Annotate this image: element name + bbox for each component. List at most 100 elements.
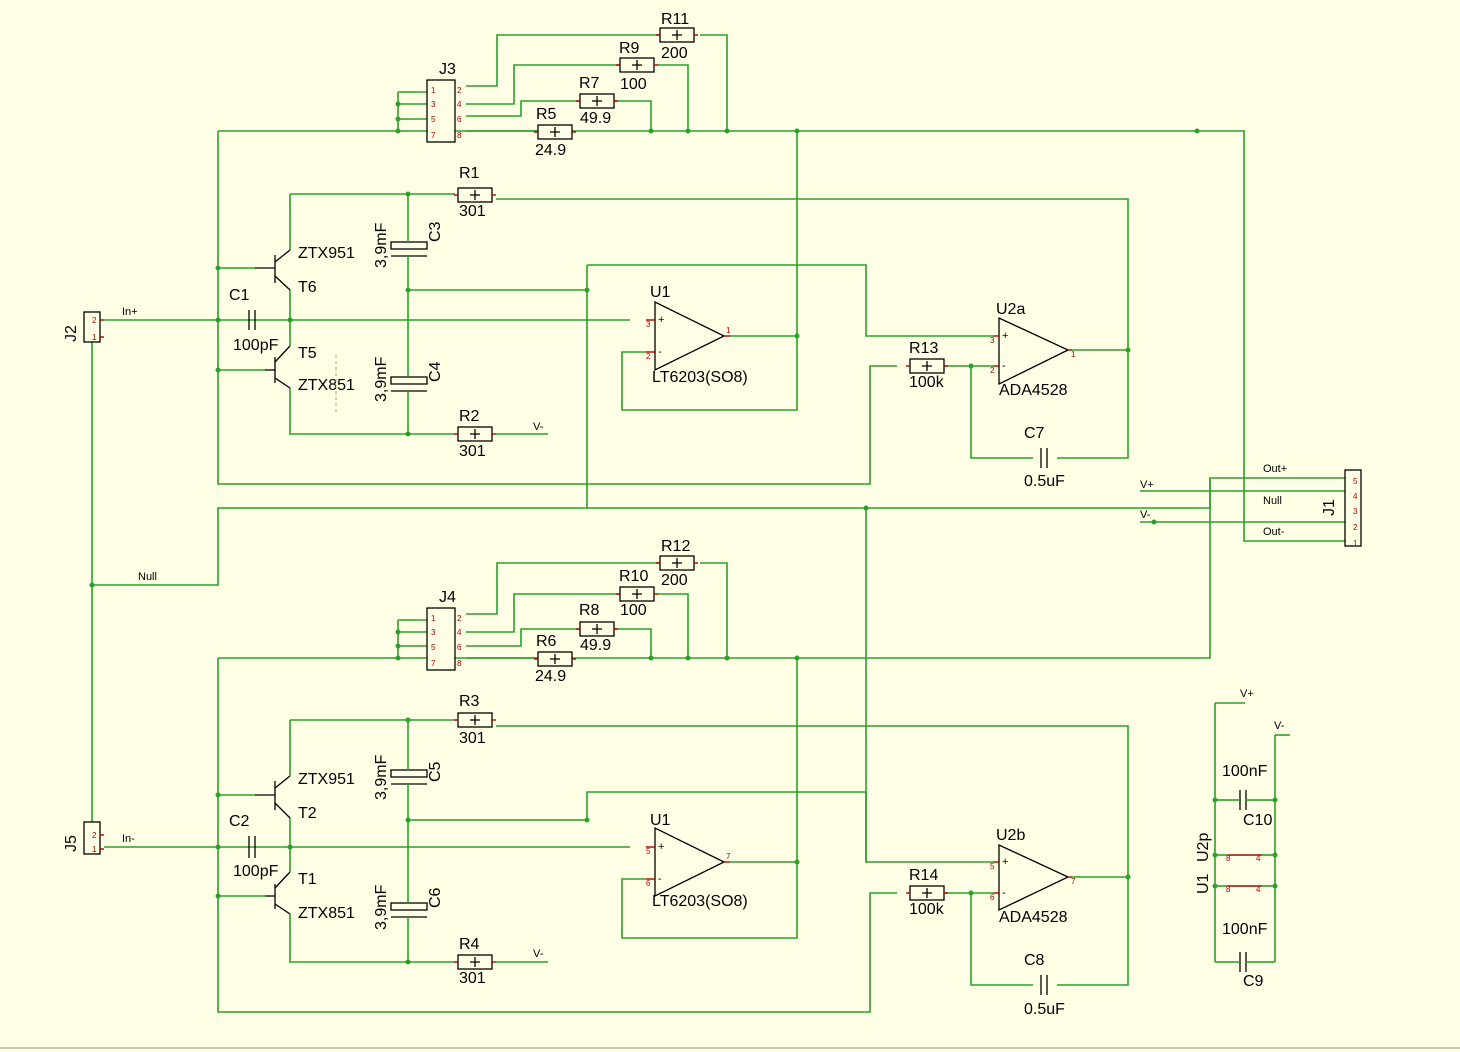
svg-text:4: 4 [457, 628, 462, 637]
resistor-r10-ref: R10 [619, 568, 648, 585]
svg-text:5: 5 [431, 643, 436, 652]
resistor-r12-ref: R12 [661, 538, 690, 555]
svg-text:C3: C3 [427, 221, 444, 242]
resistor-r5-ref: R5 [536, 106, 557, 123]
svg-text:2: 2 [457, 614, 462, 623]
resistor-r8-value: 49.9 [580, 637, 611, 654]
capacitor-c9: 100nF C9 [1222, 921, 1268, 990]
svg-text:T5: T5 [298, 345, 317, 362]
svg-text:U2a: U2a [996, 301, 1025, 318]
svg-text:T6: T6 [298, 279, 317, 296]
svg-text:1: 1 [431, 614, 436, 623]
svg-text:U2b: U2b [996, 827, 1025, 844]
svg-text:-: - [658, 346, 662, 358]
capacitor-c10: 100nF C10 [1222, 763, 1272, 829]
svg-text:+: + [1002, 330, 1008, 342]
j1-label: J1 [1321, 499, 1338, 516]
transistor-t6: ZTX951 T6 [255, 245, 355, 296]
svg-text:7: 7 [431, 131, 436, 140]
svg-text:C7: C7 [1024, 425, 1045, 442]
svg-text:U1: U1 [650, 284, 671, 301]
capacitor-c7: C7 0.5uF [1024, 425, 1065, 490]
connector-j5: 21 J5 [63, 821, 104, 855]
svg-text:8: 8 [1226, 885, 1231, 894]
resistor-r9-value: 100 [620, 76, 647, 93]
resistor-r6-ref: R6 [536, 633, 557, 650]
resistor-r7: R7 49.9 [576, 75, 618, 127]
svg-text:1: 1 [1353, 539, 1358, 548]
resistor-r3-ref: R3 [459, 693, 480, 710]
svg-text:T2: T2 [298, 805, 317, 822]
svg-text:+: + [658, 841, 664, 853]
resistor-r12-value: 200 [661, 572, 688, 589]
net-vn-j1: V- [1140, 509, 1151, 521]
svg-text:100nF: 100nF [1222, 921, 1268, 938]
svg-text:6: 6 [646, 879, 651, 888]
transistor-t5: T5 ZTX851 [265, 345, 355, 394]
svg-text:C8: C8 [1024, 952, 1045, 969]
svg-text:C4: C4 [427, 361, 444, 382]
resistor-r12: R12 200 [656, 538, 698, 589]
svg-text:2: 2 [1353, 523, 1358, 532]
transistor-t2: ZTX951 T2 [255, 771, 355, 822]
svg-text:5: 5 [990, 862, 995, 871]
net-in-p: In+ [122, 306, 138, 318]
svg-text:8: 8 [1226, 854, 1231, 863]
svg-text:U1: U1 [650, 812, 671, 829]
resistor-r13-ref: R13 [909, 340, 938, 357]
net-out-p: Out+ [1263, 463, 1287, 475]
svg-text:+: + [658, 314, 664, 326]
j5-label: J5 [63, 835, 80, 852]
svg-text:3: 3 [1353, 507, 1358, 516]
svg-text:3: 3 [990, 336, 995, 345]
junctions [89, 101, 1278, 965]
resistor-r6-value: 24.9 [535, 668, 566, 685]
connector-j1: 5 4 3 2 1 J1 [1321, 469, 1362, 548]
net-null: Null [138, 571, 157, 583]
svg-text:7: 7 [726, 852, 731, 861]
net-in-n: In- [122, 833, 135, 845]
opamp-u1a: 321 +- U1 LT6203(SO8) [646, 284, 748, 386]
svg-text:T1: T1 [298, 871, 317, 888]
svg-text:5: 5 [431, 115, 436, 124]
resistor-r6: R6 24.9 [534, 633, 576, 685]
resistor-r13: R13 100k [906, 340, 948, 391]
svg-text:100pF: 100pF [233, 337, 279, 354]
resistor-r1-value: 301 [459, 203, 486, 220]
svg-text:1: 1 [726, 326, 731, 335]
svg-text:C6: C6 [427, 887, 444, 908]
svg-text:2: 2 [646, 352, 651, 361]
svg-text:4: 4 [1256, 885, 1261, 894]
svg-text:C1: C1 [229, 287, 250, 304]
svg-text:4: 4 [457, 100, 462, 109]
svg-text:U1: U1 [1195, 873, 1212, 894]
svg-text:C2: C2 [229, 813, 250, 830]
resistor-r13-value: 100k [909, 374, 945, 391]
resistor-r11-value: 200 [661, 45, 688, 62]
svg-text:ADA4528: ADA4528 [999, 909, 1068, 926]
net-vp-j1: V+ [1140, 479, 1154, 491]
svg-text:3: 3 [431, 100, 436, 109]
svg-text:3,9mF: 3,9mF [373, 754, 390, 800]
resistor-r7-value: 49.9 [580, 110, 611, 127]
resistor-r7-ref: R7 [579, 75, 600, 92]
svg-text:ZTX951: ZTX951 [298, 771, 355, 788]
connector-j2: 21 J2 [63, 311, 104, 343]
net-vn-r2: V- [533, 421, 544, 433]
resistor-r10-value: 100 [620, 602, 647, 619]
opamp-u1b: 567 +- U1 LT6203(SO8) [646, 812, 748, 910]
svg-text:4: 4 [1256, 854, 1261, 863]
resistor-r14-value: 100k [909, 901, 945, 918]
capacitor-c6: C6 3,9mF [373, 884, 444, 930]
svg-text:C9: C9 [1243, 973, 1264, 990]
wires [91, 34, 1345, 1013]
capacitor-c5: C5 3,9mF [373, 750, 444, 800]
svg-text:3,9mF: 3,9mF [373, 222, 390, 268]
net-vn-r4: V- [533, 948, 544, 960]
svg-text:-: - [1002, 360, 1006, 372]
